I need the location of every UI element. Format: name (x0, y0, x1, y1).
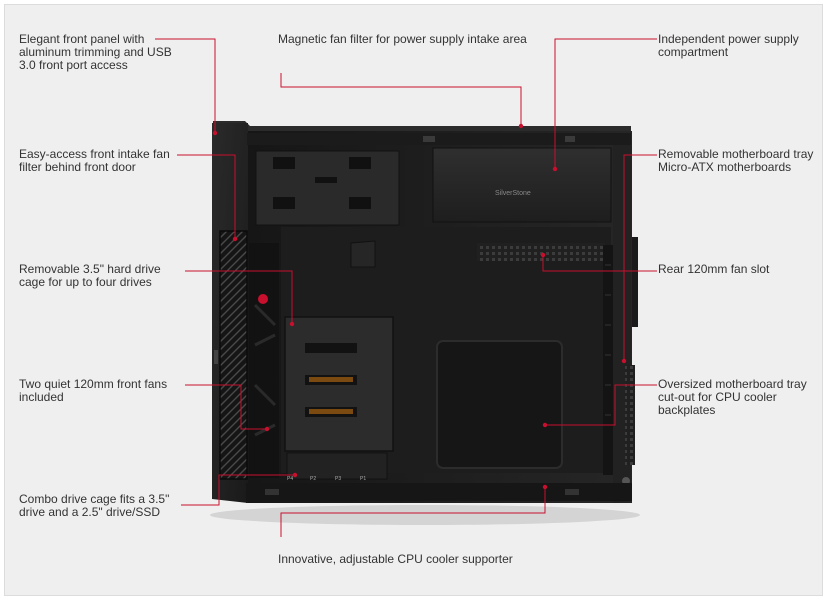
callout-rear-fan: Rear 120mm fan slot (658, 262, 770, 276)
leader-front-panel (155, 38, 216, 133)
front-fan-led (258, 294, 268, 304)
psu-unit (432, 147, 612, 223)
callout-front-filter: Easy-access front intake fan filter behi… (19, 147, 170, 174)
diagram-canvas: SilverStone P4 P2 P3 P1 (4, 4, 823, 596)
top-rail-hole-2 (565, 136, 575, 142)
top-bay-holes (273, 157, 371, 209)
rear-fan-bracket (632, 237, 638, 327)
cpu-cutout-opening (436, 340, 563, 469)
floor-shadow (210, 505, 640, 525)
hdd-slots (305, 343, 357, 417)
sata-port-label-3: P3 (335, 476, 341, 482)
tray-vent (477, 243, 605, 261)
leader-psu-filter (280, 73, 522, 126)
leader-front-fans (185, 384, 267, 430)
leader-cpu-supporter (280, 487, 546, 537)
sata-port-label-2: P2 (310, 476, 316, 482)
callout-front-panel: Elegant front panel with aluminum trimmi… (19, 32, 172, 72)
callout-combo-cage: Combo drive cage fits a 3.5" drive and a… (19, 492, 170, 519)
sata-port-label-1: P4 (287, 476, 293, 482)
pc-case-illustration: SilverStone P4 P2 P3 P1 (155, 38, 657, 537)
front-fan-frame (249, 243, 279, 478)
leader-front-filter (177, 154, 236, 239)
leader-lines (155, 38, 657, 537)
front-fan-blades (253, 303, 277, 437)
callout-front-fans: Two quiet 120mm front fans included (19, 377, 168, 404)
combo-drive-cage (286, 452, 388, 480)
leader-cpu-cutout (545, 384, 657, 426)
leader-rear-fan (542, 255, 657, 272)
leader-combo-cage (181, 474, 295, 506)
sata-port-label-4: P1 (360, 476, 366, 482)
case-top-edge (213, 121, 631, 133)
callout-psu-filter: Magnetic fan filter for power supply int… (278, 32, 527, 46)
leader-psu-compartment (554, 38, 657, 169)
bottom-rail (246, 483, 632, 501)
callout-cpu-cutout: Oversized motherboard tray cut-out for C… (658, 377, 807, 417)
psu-brand-badge: SilverStone (495, 190, 531, 197)
tray-bracket (350, 240, 376, 268)
expansion-slot-lines (605, 264, 611, 416)
top-rail-hole-1 (423, 136, 435, 142)
rear-vents (625, 365, 635, 465)
leader-hdd-cage (185, 270, 293, 324)
bottom-foot-2 (565, 489, 579, 495)
front-intake-mesh (219, 230, 248, 480)
top-rail (247, 133, 631, 145)
callout-mb-tray: Removable motherboard tray Micro-ATX mot… (658, 147, 814, 174)
leader-mb-tray (623, 154, 657, 361)
callout-hdd-cage: Removable 3.5" hard drive cage for up to… (19, 262, 161, 289)
expansion-slots (603, 245, 613, 475)
callout-cpu-supporter: Innovative, adjustable CPU cooler suppor… (278, 552, 513, 566)
bottom-foot-1 (265, 489, 279, 495)
leader-endpoints (212, 123, 627, 490)
callout-psu-compartment: Independent power supply compartment (658, 32, 799, 59)
front-panel-trim (214, 350, 218, 364)
